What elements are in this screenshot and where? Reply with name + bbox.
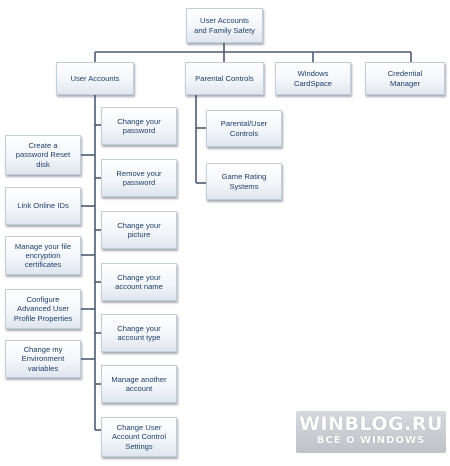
category-user-accounts: User Accounts bbox=[56, 62, 134, 95]
watermark-subtitle: ВСЁ О WINDOWS bbox=[316, 435, 426, 446]
pc-item: Game Rating Systems bbox=[206, 163, 282, 200]
ua-right-item: Change User Account Control Settings bbox=[101, 417, 177, 457]
ua-right-item: Remove your password bbox=[101, 159, 177, 197]
watermark-title: WINBLOG.RU bbox=[299, 413, 443, 435]
ua-left-item: Manage your file encryption certificates bbox=[5, 236, 81, 275]
ua-right-item: Change your picture bbox=[101, 211, 177, 249]
ua-right-item: Manage another account bbox=[101, 365, 177, 403]
ua-left-item: Create a password Reset disk bbox=[5, 135, 81, 175]
ua-left-item: Link Online IDs bbox=[5, 187, 81, 225]
category-windows-cardspace: Windows CardSpace bbox=[275, 62, 351, 95]
category-parental-controls: Parental Controls bbox=[185, 62, 264, 95]
category-credential-manager: Credential Manager bbox=[365, 62, 445, 95]
ua-right-item: Change your password bbox=[101, 107, 177, 145]
watermark: WINBLOG.RU ВСЁ О WINDOWS bbox=[296, 411, 446, 453]
ua-right-item: Change your account name bbox=[101, 263, 177, 301]
ua-left-item: Change my Environment variables bbox=[5, 340, 81, 378]
ua-right-item: Change your account type bbox=[101, 314, 177, 352]
ua-left-item: Configure Advanced User Profile Properti… bbox=[5, 289, 81, 329]
root-node: User Accounts and Family Safety bbox=[186, 8, 263, 43]
pc-item: Parental/User Controls bbox=[206, 110, 282, 147]
